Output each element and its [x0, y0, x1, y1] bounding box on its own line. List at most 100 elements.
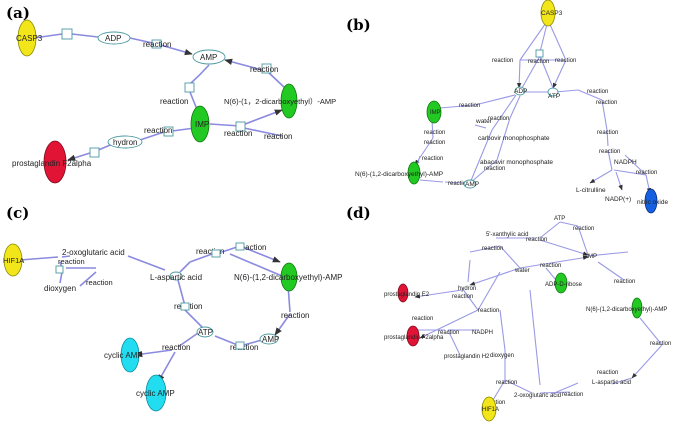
reaction-label: reaction — [143, 40, 171, 49]
adp-label: ADP — [514, 88, 527, 95]
adp-node — [514, 86, 526, 96]
reaction-node — [61, 28, 73, 40]
panel-b: (b) — [346, 0, 668, 214]
panel-c-nodes: HIF1A 2-oxoglutaric acid dioxygen L-aspa… — [3, 243, 342, 412]
atp-label: ATP — [198, 328, 213, 337]
reaction-label: reaction — [484, 166, 505, 172]
asp-label: L-aspartic acid — [592, 380, 631, 386]
cyclic-amp-node — [120, 337, 140, 373]
atp-label: ATP — [548, 93, 560, 100]
panel-d: (d) — [346, 204, 671, 422]
reaction-label: reaction — [281, 311, 309, 320]
reaction-label: reaction — [488, 116, 509, 122]
reaction-node — [55, 265, 64, 274]
reaction-label: reaction — [238, 243, 266, 252]
adp-ribose-node — [554, 272, 568, 294]
amp-label: AMP — [584, 254, 597, 260]
reaction-node — [261, 63, 272, 74]
reaction-label: reaction — [599, 149, 620, 155]
reaction-node — [535, 49, 544, 58]
atp-label: ATP — [554, 216, 565, 222]
reaction-label: reaction — [650, 341, 671, 347]
reaction-label: reaction — [540, 263, 561, 269]
nitric-oxide-node — [644, 188, 658, 214]
n6-node — [407, 161, 421, 185]
reaction-label: reaction — [562, 392, 583, 398]
reaction-label: reaction — [144, 126, 172, 135]
hydron-node — [107, 135, 143, 149]
casp3-label: CASP3 — [16, 34, 43, 43]
reaction-label: reaction — [636, 170, 657, 176]
atp-node — [547, 87, 559, 97]
carbovir-label: carbovir monophosphate — [478, 135, 550, 142]
abacavir-label: abacavir monophosphate — [480, 159, 553, 166]
reaction-label: reaction — [438, 330, 459, 336]
nadph-label: NADPH — [614, 159, 637, 166]
n6-node — [280, 83, 298, 119]
adp-label: ADP — [105, 34, 121, 43]
casp3-label: CASP3 — [541, 10, 563, 17]
panel-c-edges — [19, 245, 291, 383]
reaction-label: reaction — [424, 130, 445, 136]
pgf2a-node — [43, 140, 67, 184]
n6-label: N(6)-(1,2-dicarboxyethyl)-AMP — [586, 307, 667, 313]
amp-node — [259, 333, 279, 345]
reaction-label: reaction — [196, 247, 224, 256]
panel-b-edges — [414, 19, 652, 194]
pgf2a-label: prostaglandin F2alpha — [384, 335, 444, 341]
amp-node — [192, 49, 226, 65]
asp-node — [169, 271, 183, 281]
panel-c-label: (c) — [6, 204, 29, 222]
n6-label: N(6)-(1,2-dicarboxyethyl)-AMP — [234, 273, 342, 282]
water-label: water — [514, 268, 530, 274]
panel-a-label: (a) — [6, 4, 30, 22]
reaction-label: reaction — [459, 103, 480, 109]
reaction-label: reaction — [264, 132, 292, 141]
imp-node — [426, 100, 442, 124]
panel-d-reactions: reaction reaction reaction reaction reac… — [412, 226, 671, 406]
panel-c-reactions: reaction reaction reaction reaction reac… — [55, 242, 309, 352]
imp-node — [190, 105, 210, 143]
no-label: nitric oxide — [637, 199, 668, 206]
oxo-label: 2-oxoglutaric acid — [62, 248, 125, 257]
hif1a-node — [3, 243, 23, 277]
panel-a: (a) reaction reaction reaction — [6, 4, 336, 184]
amp-label: AMP — [200, 53, 217, 62]
cyclic-amp-node — [145, 374, 167, 412]
reaction-label: reaction — [528, 59, 549, 65]
casp3-node — [540, 0, 556, 27]
panel-b-label: (b) — [346, 16, 371, 34]
reaction-node — [163, 126, 174, 137]
reaction-label: reaction — [448, 181, 469, 187]
reaction-label: reaction — [422, 156, 443, 162]
reaction-label: reaction — [250, 65, 278, 74]
n6-node — [631, 297, 643, 319]
reaction-label: reaction — [555, 58, 576, 64]
hif1a-label: HIF1A — [3, 256, 24, 265]
reaction-node — [235, 341, 245, 350]
panel-a-reactions: reaction reaction reaction reaction reac… — [61, 28, 292, 158]
hydron-label: hydron — [113, 138, 137, 147]
reaction-label: reaction — [496, 380, 517, 386]
pge2-node — [397, 283, 409, 303]
reaction-label: reaction — [492, 58, 513, 64]
reaction-label: reaction — [412, 316, 433, 322]
water-label: water — [475, 118, 493, 125]
reaction-label: reaction — [452, 294, 473, 300]
reaction-label: reaction — [597, 130, 618, 136]
nadp-label: NADP(+) — [605, 196, 631, 203]
panel-b-reactions: reaction reaction reaction reaction reac… — [422, 49, 657, 187]
n6-label: N(6)-(1，2-dicarboxyethyl）-AMP — [224, 97, 336, 106]
reaction-node — [184, 82, 195, 93]
xan-label: 5'-xanthylic acid — [486, 232, 529, 238]
hydron-label: hydron — [458, 286, 476, 292]
reaction-label: reaction — [597, 370, 618, 376]
asp-label: L-aspartic acid — [150, 273, 202, 282]
hif1a-label: HIF1A — [482, 407, 499, 413]
reaction-label: reaction — [482, 246, 503, 252]
panel-d-edges — [410, 221, 663, 401]
reaction-label: reaction — [86, 278, 113, 287]
casp3-node — [17, 19, 37, 57]
reaction-label: reaction — [162, 343, 190, 352]
